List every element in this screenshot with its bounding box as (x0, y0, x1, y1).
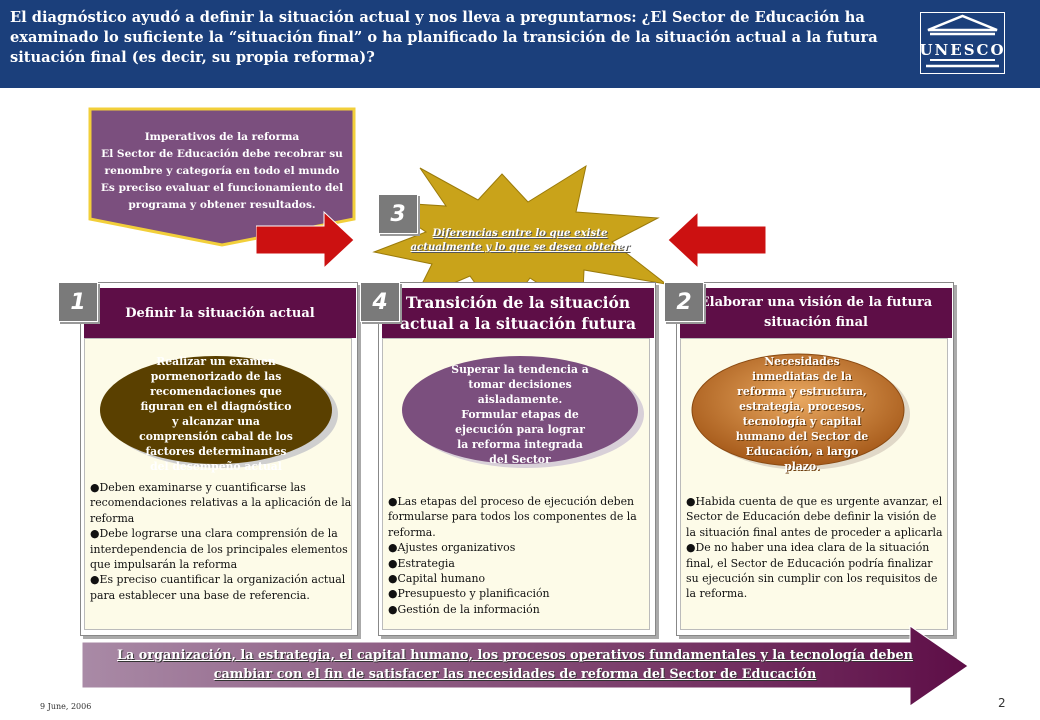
oval-line: factores determinantes (145, 445, 287, 458)
bottom-message: La organización, la estrategia, el capit… (100, 646, 930, 684)
panel-future-vision: Elaborar una visión de la futura situaci… (676, 282, 954, 636)
gap-line: Diferencias entre lo que existe (432, 227, 608, 239)
bottom-line: La organización, la estrategia, el capit… (117, 648, 913, 663)
bottom-line: cambiar con el fin de satisfacer las nec… (213, 667, 817, 682)
bottom-arrow (81, 625, 969, 707)
bullet-item: ●De no haber una idea clara de la situac… (686, 541, 938, 601)
gap-line: actualmente y lo que se desea obtener (410, 241, 630, 253)
bullet-item: ●Habida cuenta de que es urgente avanzar… (686, 495, 943, 539)
right-arrow-icon (256, 210, 355, 270)
panel-oval (402, 356, 644, 468)
panel-bullets: ●Deben examinarse y cuantificarse las re… (90, 480, 352, 603)
panel-oval (691, 353, 910, 470)
imperatives-line: programa y obtener resultados. (128, 199, 316, 211)
unesco-logo: UNESCO (920, 12, 1005, 74)
panel-transition: Transición de la situación actual a la s… (378, 282, 656, 636)
oval-line: del desempeño actual (150, 460, 282, 473)
bullet-item: ●Presupuesto y planificación (388, 587, 550, 601)
oval-line: del Sector (489, 453, 551, 466)
oval-line: plazo. (784, 460, 820, 473)
imperatives-line: El Sector de Educación debe recobrar su (101, 148, 343, 160)
gap-text: Diferencias entre lo que existe actualme… (395, 226, 645, 254)
panel-current-situation: Definir la situación actual Realizar un … (80, 282, 358, 636)
panel-oval-text: Necesidades inmediatas de la reforma y e… (730, 354, 874, 474)
panel-bullets: ●Habida cuenta de que es urgente avanzar… (686, 494, 948, 602)
oval-line: recomendaciones que (150, 385, 282, 398)
header-bar: El diagnóstico ayudó a definir la situac… (0, 0, 1040, 88)
page-number: 2 (998, 696, 1006, 710)
oval-line: Superar la tendencia a (451, 363, 589, 376)
left-arrow-icon (667, 210, 766, 270)
oval-line: Necesidades (764, 355, 840, 368)
logo-text: UNESCO (920, 41, 1005, 59)
oval-line: reforma y estructura, (737, 385, 867, 398)
step-number-1: 1 (58, 282, 98, 322)
imperatives-line: renombre y categoría en todo el mundo (104, 165, 340, 177)
panel-title: Definir la situación actual (84, 288, 356, 338)
bullet-item: ●Gestión de la información (388, 602, 540, 616)
panel-oval-text: Superar la tendencia a tomar decisiones … (436, 362, 604, 467)
oval-line: inmediatas de la (752, 370, 852, 383)
imperatives-line: Es preciso evaluar el funcionamiento del (100, 182, 344, 194)
oval-line: tecnología y capital (742, 415, 862, 428)
oval-line: y alcanzar una (172, 415, 260, 428)
bullet-item: ●Es preciso cuantificar la organización … (90, 573, 346, 602)
bullet-item: ●Las etapas del proceso de ejecución deb… (388, 495, 637, 539)
imperatives-line: Imperativos de la reforma (144, 131, 300, 143)
imperatives-text: Imperativos de la reforma El Sector de E… (94, 129, 350, 214)
bullet-item: ●Estrategia (388, 556, 455, 570)
bullet-item: ●Debe lograrse una clara comprensión de … (90, 527, 348, 572)
step-number-4: 4 (360, 282, 400, 322)
panel-title: Transición de la situación actual a la s… (382, 288, 654, 338)
oval-line: tomar decisiones (468, 378, 572, 391)
oval-line: humano del Sector de (735, 430, 869, 443)
oval-line: Educación, a largo (745, 445, 859, 458)
panel-oval (100, 356, 338, 468)
step-number-2: 2 (664, 282, 704, 322)
oval-line: ejecución para lograr (455, 423, 585, 436)
step-number-3: 3 (378, 194, 418, 234)
oval-line: estrategia, procesos, (739, 400, 865, 413)
slide-title: El diagnóstico ayudó a definir la situac… (10, 9, 878, 66)
panel-title: Elaborar una visión de la futura situaci… (680, 288, 952, 338)
bullet-item: ●Ajustes organizativos (388, 541, 516, 555)
footer-date: 9 June, 2006 (40, 702, 92, 711)
panel-bullets: ●Las etapas del proceso de ejecución deb… (388, 494, 650, 617)
oval-line: comprensión cabal de los (139, 430, 293, 443)
oval-line: pormenorizado de las (150, 370, 282, 383)
oval-line: la reforma integrada (457, 438, 583, 451)
oval-line: figuran en el diagnóstico (140, 400, 292, 413)
oval-line: Formular etapas de (461, 408, 579, 421)
panel-oval-text: Realizar un examen pormenorizado de las … (124, 354, 308, 474)
oval-line: Realizar un examen (156, 355, 276, 368)
bullet-item: ●Capital humano (388, 572, 486, 586)
oval-line: aisladamente. (477, 393, 563, 406)
bullet-item: ●Deben examinarse y cuantificarse las re… (90, 481, 352, 525)
